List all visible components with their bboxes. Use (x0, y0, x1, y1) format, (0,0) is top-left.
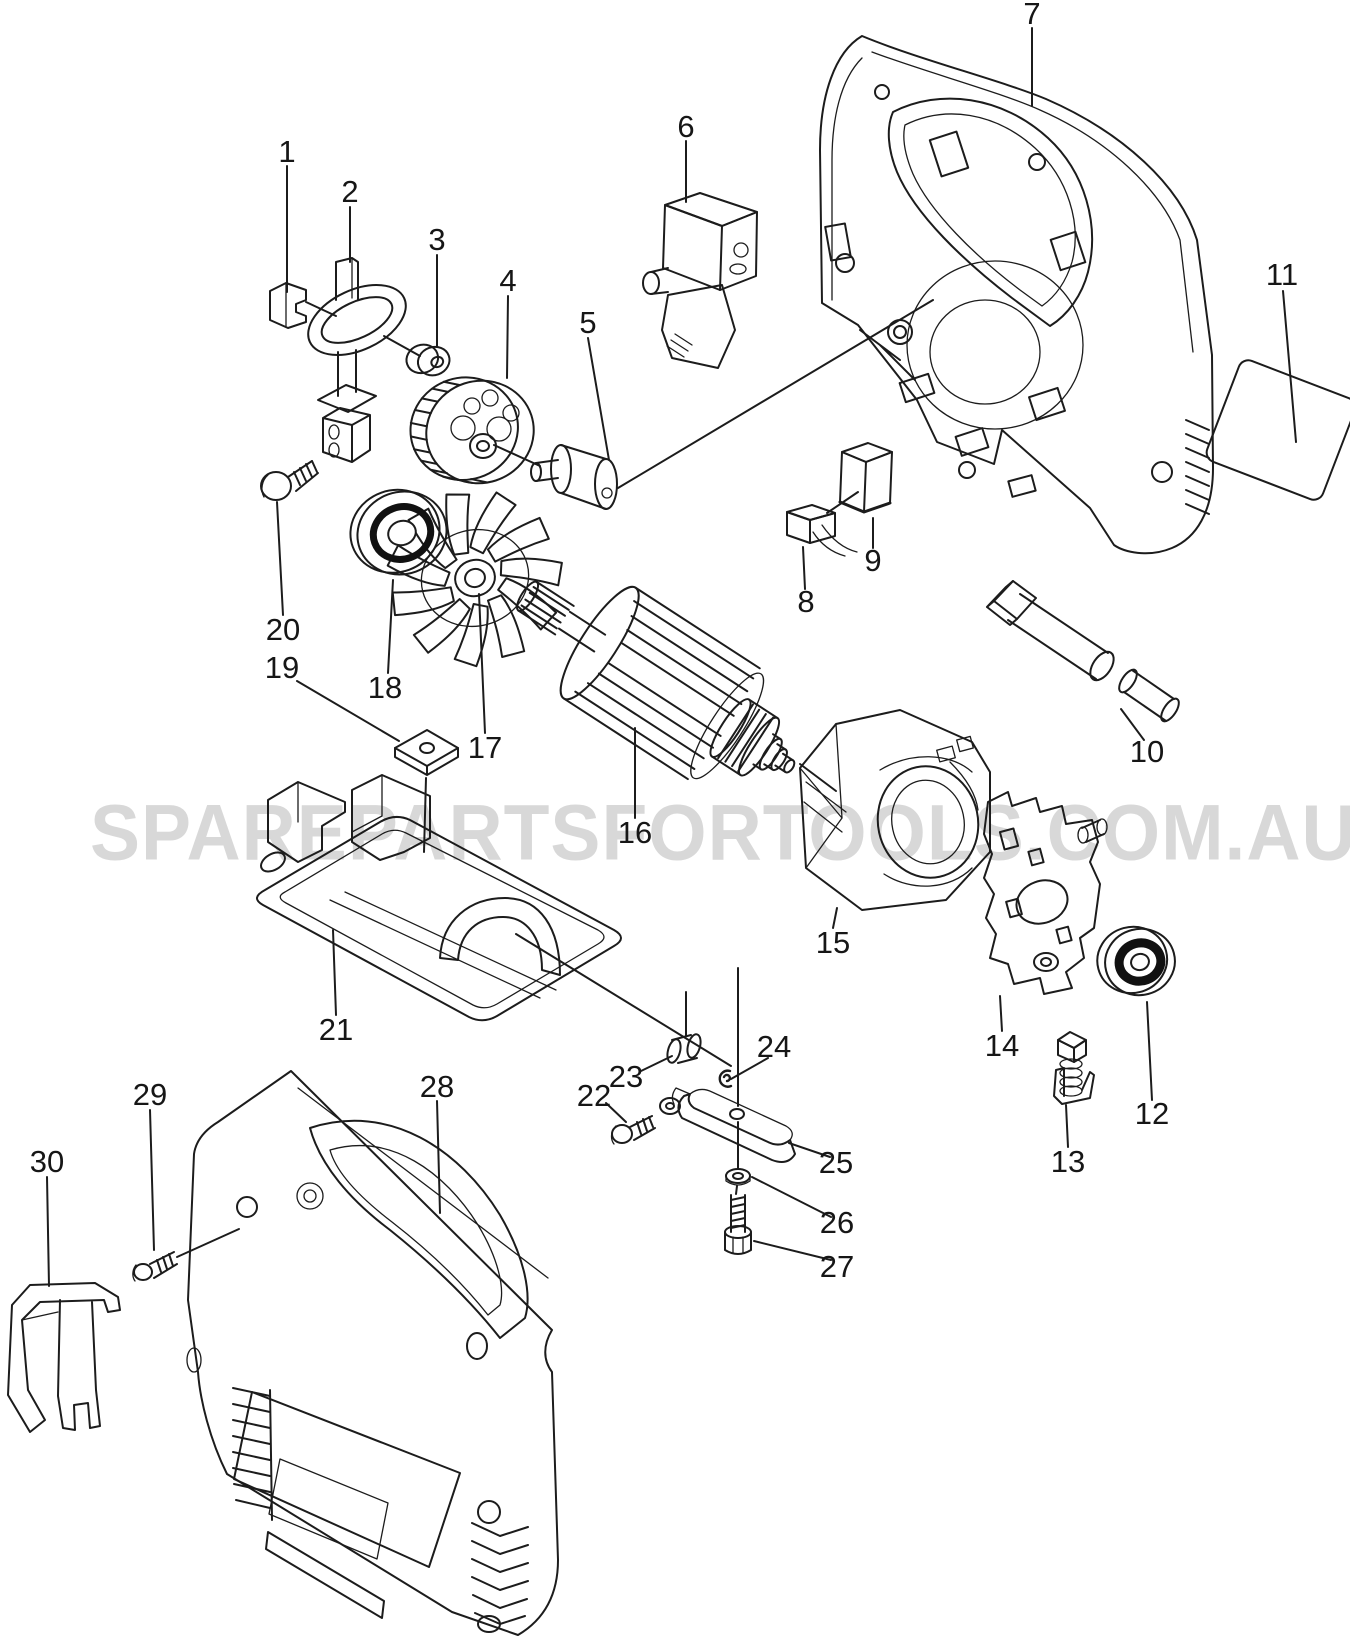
part-label-24: 24 (756, 1029, 792, 1064)
part-label-22: 22 (576, 1078, 612, 1113)
part-label-19: 19 (264, 650, 300, 685)
part-label-23: 23 (608, 1059, 644, 1094)
part-7-housing-half (819, 35, 1214, 555)
part-label-17: 17 (467, 730, 503, 765)
part-2-slider-rod (307, 257, 407, 463)
part-label-30: 30 (29, 1144, 65, 1179)
part-1-clamp-clip (269, 282, 307, 329)
part-label-2: 2 (341, 174, 359, 209)
part-5-counterweight (530, 444, 618, 510)
part-30-blade-guard (7, 1282, 121, 1433)
part-label-16: 16 (617, 815, 653, 850)
part-12-bearing (1096, 925, 1176, 997)
part-label-29: 29 (132, 1077, 168, 1112)
part-4-gear (409, 376, 535, 485)
part-label-3: 3 (428, 222, 446, 257)
part-label-8: 8 (797, 584, 815, 619)
part-label-13: 13 (1050, 1144, 1086, 1179)
part-29-screw (132, 1251, 178, 1282)
part-15-field (799, 709, 991, 911)
part-11-name-label (1205, 359, 1350, 501)
part-21-base (256, 774, 622, 1022)
part-label-1: 1 (278, 134, 296, 169)
part-label-27: 27 (819, 1249, 855, 1284)
part-label-6: 6 (677, 109, 695, 144)
part-14-brush-holder (983, 791, 1108, 995)
part-9-capacitor (838, 442, 893, 514)
part-20-screw (260, 460, 319, 501)
part-18-ball-bearing (349, 488, 448, 576)
part-19-square-nut (394, 729, 459, 776)
part-27-bolt (724, 1194, 752, 1255)
part-label-7: 7 (1023, 0, 1041, 31)
part-label-12: 12 (1134, 1096, 1170, 1131)
part-label-10: 10 (1129, 734, 1165, 769)
part-22-screw (610, 1115, 656, 1145)
part-label-20: 20 (265, 612, 301, 647)
part-8-terminal-block (786, 504, 858, 557)
part-3-bushing (405, 343, 451, 377)
part-label-4: 4 (499, 263, 517, 298)
part-6-switch (642, 192, 758, 369)
part-label-18: 18 (367, 670, 403, 705)
part-label-26: 26 (819, 1205, 855, 1240)
part-25-blade-holder (671, 1087, 796, 1163)
part-label-15: 15 (815, 925, 851, 960)
part-label-21: 21 (318, 1012, 354, 1047)
part-28-housing-cover (186, 1070, 559, 1636)
part-26-washer (725, 1168, 751, 1186)
part-label-25: 25 (818, 1145, 854, 1180)
part-13-carbon-brush (1053, 1031, 1095, 1105)
part-label-5: 5 (579, 305, 597, 340)
part-label-28: 28 (419, 1069, 455, 1104)
part-label-11: 11 (1265, 257, 1299, 292)
part-label-9: 9 (864, 543, 882, 578)
part-17-fan (386, 491, 563, 668)
part-23-roller (659, 1033, 702, 1115)
part-10-pin (986, 580, 1180, 723)
part-label-14: 14 (984, 1028, 1020, 1063)
part-24-clip (718, 1069, 733, 1088)
